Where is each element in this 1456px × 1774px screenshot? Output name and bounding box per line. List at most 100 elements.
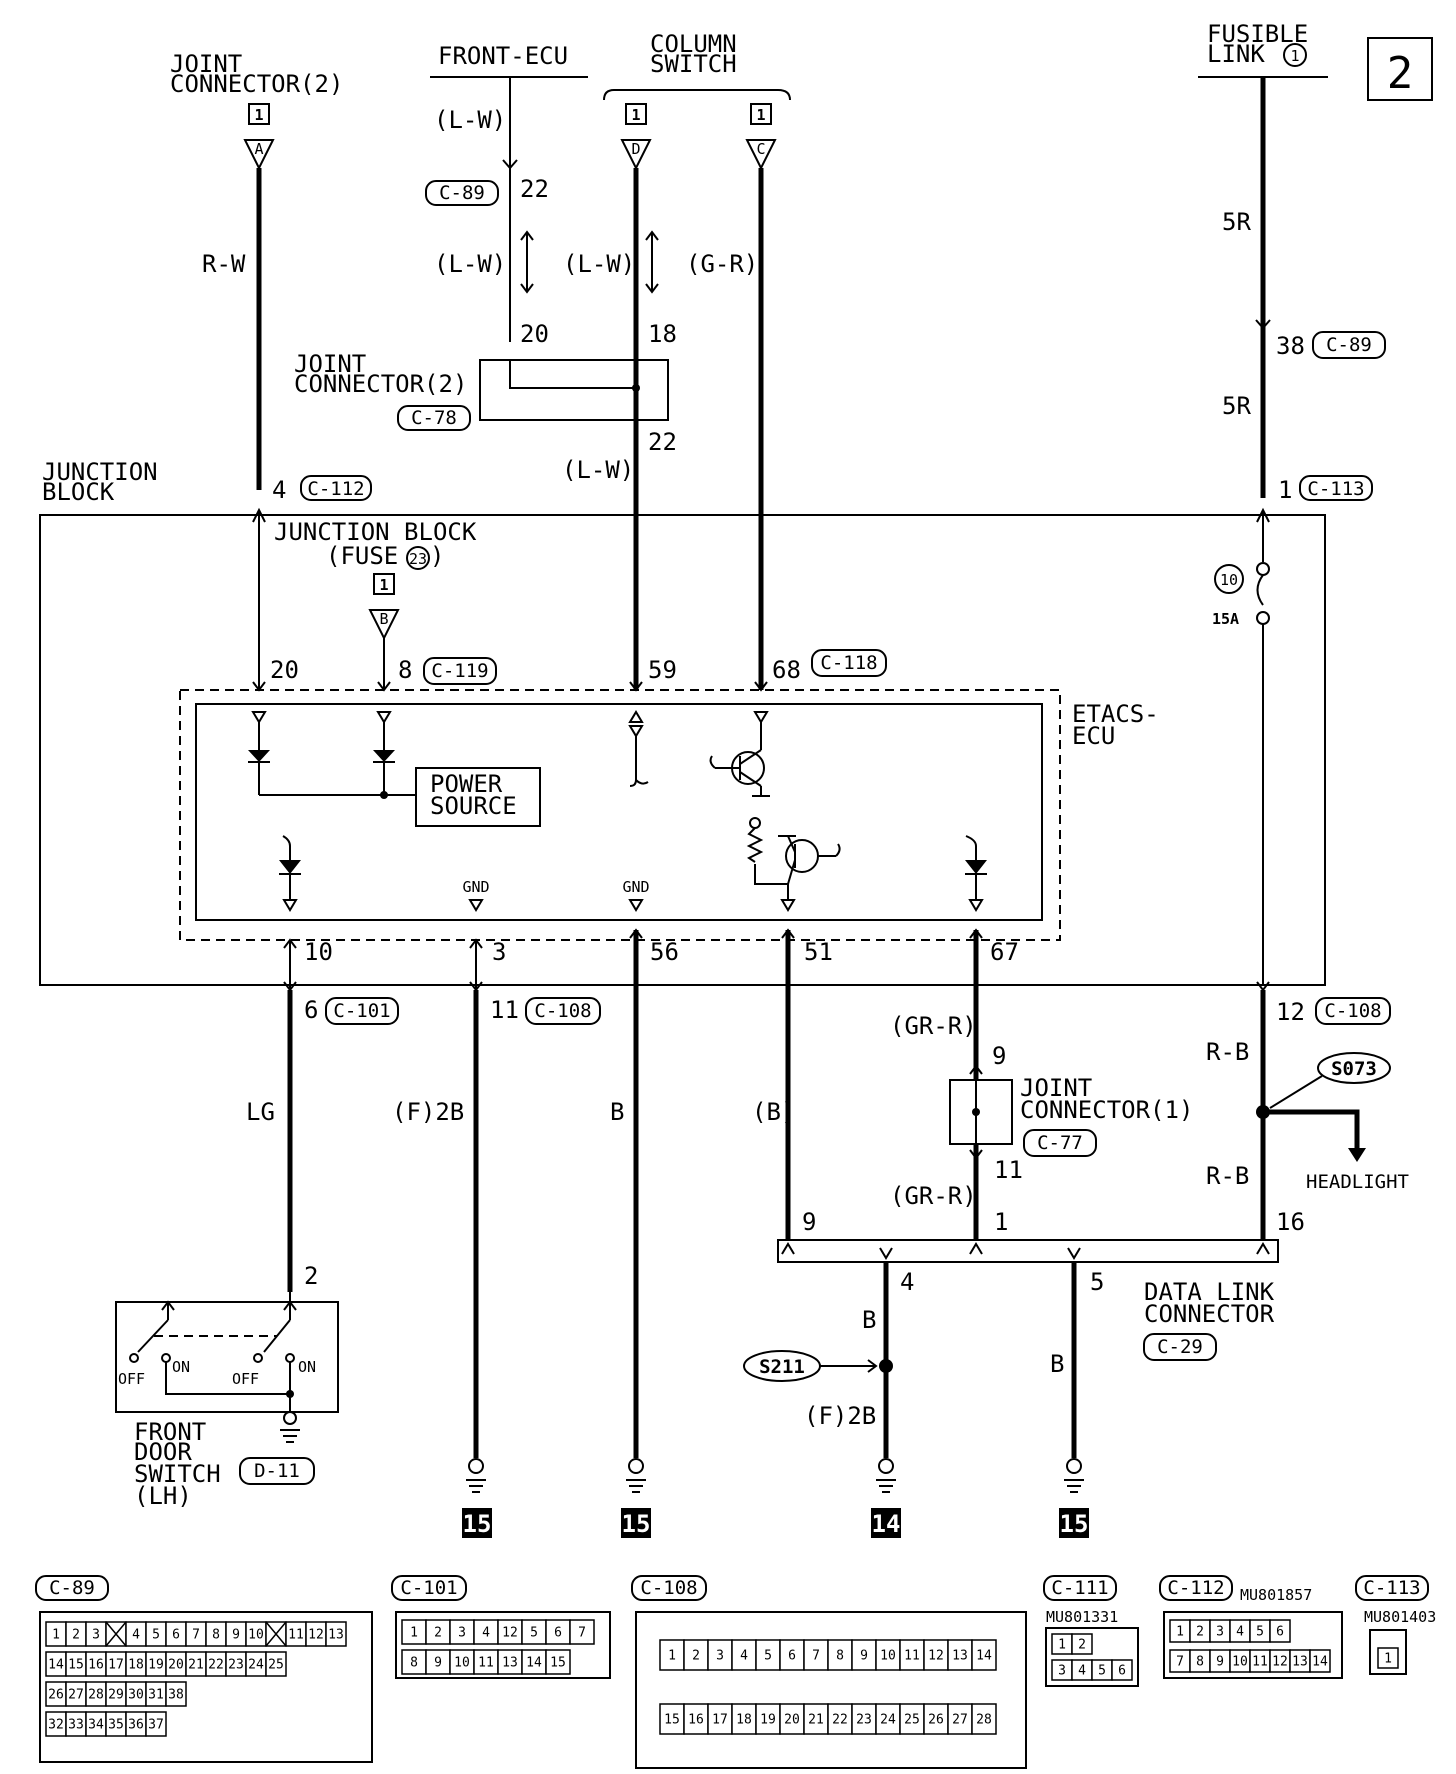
svg-text:C: C xyxy=(756,140,765,158)
ground-15-a: 15 xyxy=(462,1458,492,1538)
svg-text:9: 9 xyxy=(802,1208,816,1236)
svg-text:22: 22 xyxy=(648,428,677,456)
connector-pin-label: 11 xyxy=(288,1627,304,1642)
svg-text:67: 67 xyxy=(990,938,1019,966)
connector-pin-label: 5 xyxy=(1256,1624,1264,1639)
connector-pin-label: 13 xyxy=(328,1627,344,1642)
connector-pin-cell xyxy=(473,1619,499,1645)
connector-pin-label: 3 xyxy=(1058,1663,1066,1678)
connector-pin-label: 21 xyxy=(188,1657,204,1672)
connector-pin-cell xyxy=(1269,1619,1291,1643)
svg-text:5: 5 xyxy=(1090,1268,1104,1296)
page-number-box xyxy=(1367,37,1433,101)
connector-pin-cell xyxy=(947,1639,973,1671)
svg-text:9: 9 xyxy=(992,1042,1006,1070)
connector-pin-label: 6 xyxy=(172,1627,180,1642)
svg-text:MU801857: MU801857 xyxy=(1240,1586,1312,1604)
connector-pin-cell xyxy=(425,1649,451,1675)
svg-text:CONNECTOR: CONNECTOR xyxy=(1144,1300,1275,1328)
connector-pin-label: 2 xyxy=(72,1627,80,1642)
connector-c-symbol xyxy=(745,139,777,171)
connector-c108-a: C-108 xyxy=(534,1000,591,1022)
svg-text:23: 23 xyxy=(409,550,427,568)
column-switch-label: COLUMN xyxy=(650,30,737,58)
connector-pin-label: 20 xyxy=(784,1712,800,1727)
connector-pin-label: 23 xyxy=(856,1712,872,1727)
connector-pin-label: 24 xyxy=(880,1712,896,1727)
connector-c113: C-113 xyxy=(1307,478,1364,500)
connector-pin-label: 4 xyxy=(132,1627,140,1642)
connector-pin-cell xyxy=(1071,1633,1093,1655)
connector-pin-label: 9 xyxy=(1216,1654,1224,1669)
svg-text:(FUSE: (FUSE xyxy=(326,542,398,570)
connector-view-c89 xyxy=(39,1611,373,1763)
connector-pin-label: 6 xyxy=(1118,1663,1126,1678)
splice-s073 xyxy=(1317,1052,1391,1084)
connector-pin-label: 31 xyxy=(148,1687,164,1702)
connector-pin-label: 27 xyxy=(952,1712,968,1727)
connector-pin-label: 18 xyxy=(128,1657,144,1672)
svg-text:GND: GND xyxy=(622,878,649,896)
svg-text:B: B xyxy=(1050,1350,1064,1378)
connector-view-c113-label: C-113 xyxy=(1363,1577,1420,1599)
svg-text:1: 1 xyxy=(756,106,765,124)
connector-pin-cell xyxy=(971,1703,997,1735)
connector-pin-label: 12 xyxy=(502,1625,518,1640)
connector-view-c111 xyxy=(1045,1627,1139,1687)
svg-text:ON: ON xyxy=(298,1358,316,1376)
connector-view-c101 xyxy=(395,1611,611,1679)
svg-text:OFF: OFF xyxy=(232,1370,259,1388)
svg-text:ON: ON xyxy=(172,1358,190,1376)
svg-text:JOINT: JOINT xyxy=(1020,1074,1092,1102)
svg-text:GND: GND xyxy=(462,878,489,896)
connector-pin-label: 2 xyxy=(692,1648,700,1663)
connector-c77: C-77 xyxy=(1037,1132,1083,1154)
joint-connector-c78 xyxy=(479,359,669,421)
connector-pin-label: 4 xyxy=(740,1648,748,1663)
connector-c78: C-78 xyxy=(411,407,457,429)
connector-pin-label: 15 xyxy=(68,1657,84,1672)
connector-pin-label: 3 xyxy=(458,1625,466,1640)
svg-text:16: 16 xyxy=(1276,1208,1305,1236)
connector-pin-label: 2 xyxy=(434,1625,442,1640)
connector-view-c108-label: C-108 xyxy=(640,1577,697,1599)
svg-text:15: 15 xyxy=(1060,1510,1089,1538)
svg-text:1: 1 xyxy=(379,576,388,594)
svg-text:S211: S211 xyxy=(759,1356,805,1378)
connector-pin-label: 38 xyxy=(168,1687,184,1702)
ground-15-b: 15 xyxy=(621,1458,651,1538)
connector-pin-cell xyxy=(145,1711,167,1737)
connector-pin-label: 14 xyxy=(526,1655,542,1670)
connector-pin-label: 12 xyxy=(308,1627,324,1642)
junction-block xyxy=(39,514,1326,986)
connector-c119: C-119 xyxy=(431,660,488,682)
connector-c89-b: C-89 xyxy=(1326,334,1372,356)
connector-pin-label: 12 xyxy=(928,1648,944,1663)
connector-pin-label: 10 xyxy=(248,1627,264,1642)
connector-pin-cell xyxy=(971,1639,997,1671)
connector-pin-cell xyxy=(165,1681,187,1707)
junction-block-label: JUNCTION xyxy=(42,458,158,486)
connector-pin-label: 22 xyxy=(832,1712,848,1727)
connector-pin-label: 7 xyxy=(1176,1654,1184,1669)
connector-pin-label: 3 xyxy=(1216,1624,1224,1639)
connector-pin-label: 5 xyxy=(152,1627,160,1642)
svg-text:20: 20 xyxy=(270,656,299,684)
connector-pin-cell xyxy=(827,1703,853,1735)
connector-pin-label: 2 xyxy=(1196,1624,1204,1639)
svg-text:8: 8 xyxy=(398,656,412,684)
connector-pin-label: 3 xyxy=(716,1648,724,1663)
connector-pin-label: 1 xyxy=(52,1627,60,1642)
connector-pin-label: 8 xyxy=(212,1627,220,1642)
svg-text:DOOR: DOOR xyxy=(134,1438,192,1466)
connector-pin-label: 14 xyxy=(976,1648,992,1663)
connector-pin-label: 10 xyxy=(454,1655,470,1670)
wire-color-rw: R-W xyxy=(202,250,246,278)
fusible-link-label: FUSIBLE xyxy=(1207,20,1308,48)
connector-pin-cell xyxy=(683,1639,709,1671)
connector-pin-label: 13 xyxy=(952,1648,968,1663)
connector-pin-label: 4 xyxy=(1236,1624,1244,1639)
svg-text:68: 68 xyxy=(772,656,801,684)
connector-pin-label: 1 xyxy=(1384,1651,1392,1666)
connector-pin-cell xyxy=(325,1621,347,1647)
